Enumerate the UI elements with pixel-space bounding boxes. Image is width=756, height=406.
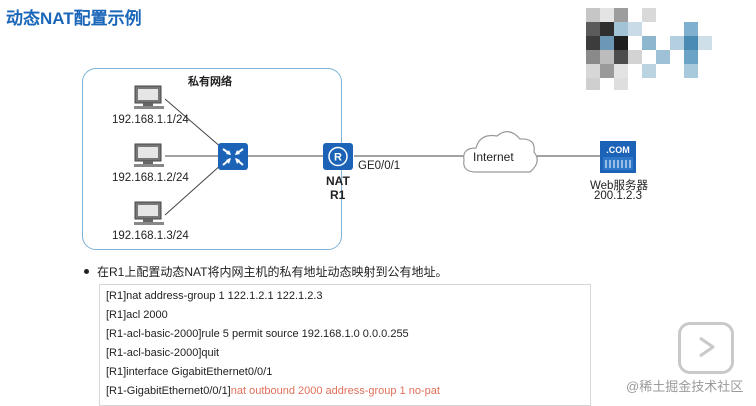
router-icon: R (323, 143, 353, 170)
cli-config-box: [R1]nat address-group 1 122.1.2.1 122.1.… (99, 284, 591, 406)
host-1-ip: 192.168.1.1/24 (112, 114, 189, 126)
host-2-icon (134, 143, 164, 167)
cli-line-2: [R1]acl 2000 (106, 309, 168, 321)
cli-line-4: [R1-acl-basic-2000]quit (106, 347, 220, 359)
router-name: NAT (326, 174, 350, 188)
link-host1-switch (164, 98, 223, 149)
watermark: @稀土掘金技术社区 (626, 379, 744, 394)
cli-line-3: [R1-acl-basic-2000]rule 5 permit source … (106, 328, 409, 340)
internet-label: Internet (473, 150, 514, 164)
server-ip: 200.1.2.3 (594, 190, 642, 202)
bullet-dot (84, 269, 89, 275)
bullet-point: 在R1上配置动态NAT将内网主机的私有地址动态映射到公有地址。 (84, 263, 447, 280)
link-host3-switch (164, 163, 223, 216)
video-play-button[interactable] (678, 322, 734, 374)
host-3-ip: 192.168.1.3/24 (112, 230, 189, 242)
cli-line-6-prefix: [R1-GigabitEthernet0/0/1] (106, 385, 231, 397)
private-network-label: 私有网络 (188, 76, 232, 88)
interface-label: GE0/0/1 (358, 160, 401, 172)
play-icon (699, 336, 715, 358)
web-server-icon (600, 141, 636, 173)
switch-icon (218, 143, 248, 170)
cli-line-1: [R1]nat address-group 1 122.1.2.1 122.1.… (106, 290, 323, 302)
pixelated-image (586, 0, 736, 92)
bullet-text: 在R1上配置动态NAT将内网主机的私有地址动态映射到公有地址。 (97, 265, 448, 279)
page-title: 动态NAT配置示例 (6, 9, 142, 28)
internet-cloud-icon (463, 131, 538, 173)
cli-line-6-highlight: nat outbound 2000 address-group 1 no-pat (230, 385, 440, 397)
cli-line-5: [R1]interface GigabitEthernet0/0/1 (106, 366, 273, 378)
svg-text:R: R (334, 152, 342, 164)
host-2-ip: 192.168.1.2/24 (112, 172, 189, 184)
router-id: R1 (330, 188, 346, 202)
server-badge: .COM (606, 145, 630, 155)
server-name: Web服务器 (590, 180, 648, 192)
cli-line-6: [R1-GigabitEthernet0/0/1]nat outbound 20… (106, 385, 440, 397)
network-diagram: R .COM (134, 85, 636, 225)
host-1-icon (134, 85, 164, 109)
host-3-icon (134, 201, 164, 225)
